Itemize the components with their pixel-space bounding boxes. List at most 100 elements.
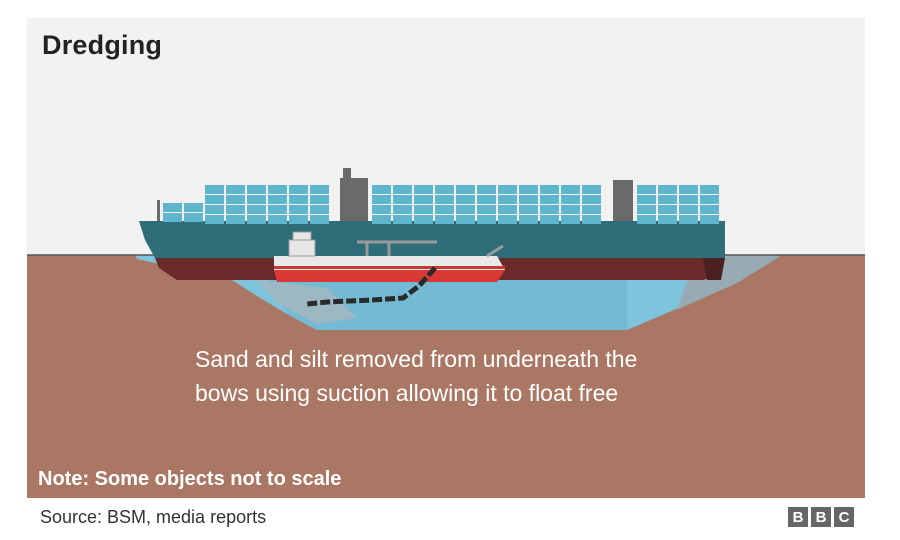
container-block [268, 215, 287, 224]
container-block [519, 205, 538, 214]
ship-mast [157, 200, 160, 221]
dredger-stripe [274, 266, 505, 269]
container-block [658, 195, 677, 204]
container-block [205, 195, 224, 204]
bbc-logo: B B C [788, 507, 854, 527]
container-block [658, 185, 677, 194]
container-block [582, 195, 601, 204]
container-block [163, 203, 182, 212]
container-block [582, 185, 601, 194]
container-block [310, 185, 329, 194]
container-block [247, 185, 266, 194]
container-block [456, 195, 475, 204]
container-block [637, 215, 656, 224]
scale-note: Note: Some objects not to scale [38, 468, 342, 490]
container-block [372, 195, 391, 204]
container-block [435, 215, 454, 224]
container-block [540, 205, 559, 214]
container-block [435, 205, 454, 214]
logo-letter: B [788, 507, 808, 527]
ship-rudder [703, 258, 725, 280]
dredging-illustration [27, 168, 865, 498]
container-block [414, 195, 433, 204]
container-block [700, 195, 719, 204]
container-block [519, 215, 538, 224]
container-block [226, 215, 245, 224]
container-block [658, 215, 677, 224]
container-block [393, 205, 412, 214]
container-block [561, 205, 580, 214]
container-block [289, 185, 308, 194]
container-block [393, 215, 412, 224]
container-block [498, 195, 517, 204]
caption-line-2: bows using suction allowing it to float … [195, 380, 619, 406]
container-block [268, 185, 287, 194]
container-block [477, 215, 496, 224]
container-block [637, 205, 656, 214]
container-block [582, 205, 601, 214]
suction-pipe [306, 266, 437, 307]
container-block [477, 195, 496, 204]
container-block [637, 185, 656, 194]
channel-water-deep [267, 280, 627, 330]
container-block [637, 195, 656, 204]
container-block [679, 195, 698, 204]
container-block [700, 205, 719, 214]
container-block [414, 205, 433, 214]
container-block [477, 205, 496, 214]
container-block [700, 215, 719, 224]
container-block [372, 205, 391, 214]
container-block [393, 185, 412, 194]
dredger-cabin [288, 239, 316, 257]
source-credit: Source: BSM, media reports [40, 507, 267, 527]
container-block [679, 185, 698, 194]
ship-bridge-front [340, 178, 368, 221]
suction-area [257, 280, 357, 324]
container-block [184, 213, 203, 222]
container-block [435, 185, 454, 194]
container-block [226, 205, 245, 214]
container-block [310, 195, 329, 204]
container-block [414, 185, 433, 194]
container-block [414, 215, 433, 224]
container-block [372, 185, 391, 194]
container-block [289, 205, 308, 214]
container-block [519, 185, 538, 194]
container-block [310, 215, 329, 224]
container-block [289, 215, 308, 224]
container-block [456, 205, 475, 214]
container-block [700, 185, 719, 194]
diagram-title: Dredging [42, 30, 163, 60]
container-block [540, 215, 559, 224]
container-block [268, 195, 287, 204]
diagram-caption: Sand and silt removed from underneath th… [195, 342, 795, 410]
container-block [477, 185, 496, 194]
diagram-panel: Dredging Sand and silt removed from unde… [27, 18, 865, 498]
container-stacks [163, 185, 719, 224]
container-block [498, 205, 517, 214]
dredger-vessel [274, 231, 505, 282]
ship-bridge-front-top [343, 168, 351, 178]
container-block [393, 195, 412, 204]
container-block [205, 185, 224, 194]
container-block [498, 215, 517, 224]
container-block [163, 213, 182, 222]
container-block [540, 185, 559, 194]
container-block [679, 205, 698, 214]
container-block [247, 195, 266, 204]
container-block [205, 205, 224, 214]
container-block [540, 195, 559, 204]
container-block [268, 205, 287, 214]
container-block [226, 195, 245, 204]
container-block [456, 185, 475, 194]
container-block [582, 215, 601, 224]
container-block [205, 215, 224, 224]
container-block [310, 205, 329, 214]
container-block [561, 215, 580, 224]
container-block [561, 185, 580, 194]
container-block [519, 195, 538, 204]
ship-hull-upper [139, 221, 725, 258]
dredger-bow-crane [486, 244, 504, 258]
container-block [658, 205, 677, 214]
container-block [247, 205, 266, 214]
